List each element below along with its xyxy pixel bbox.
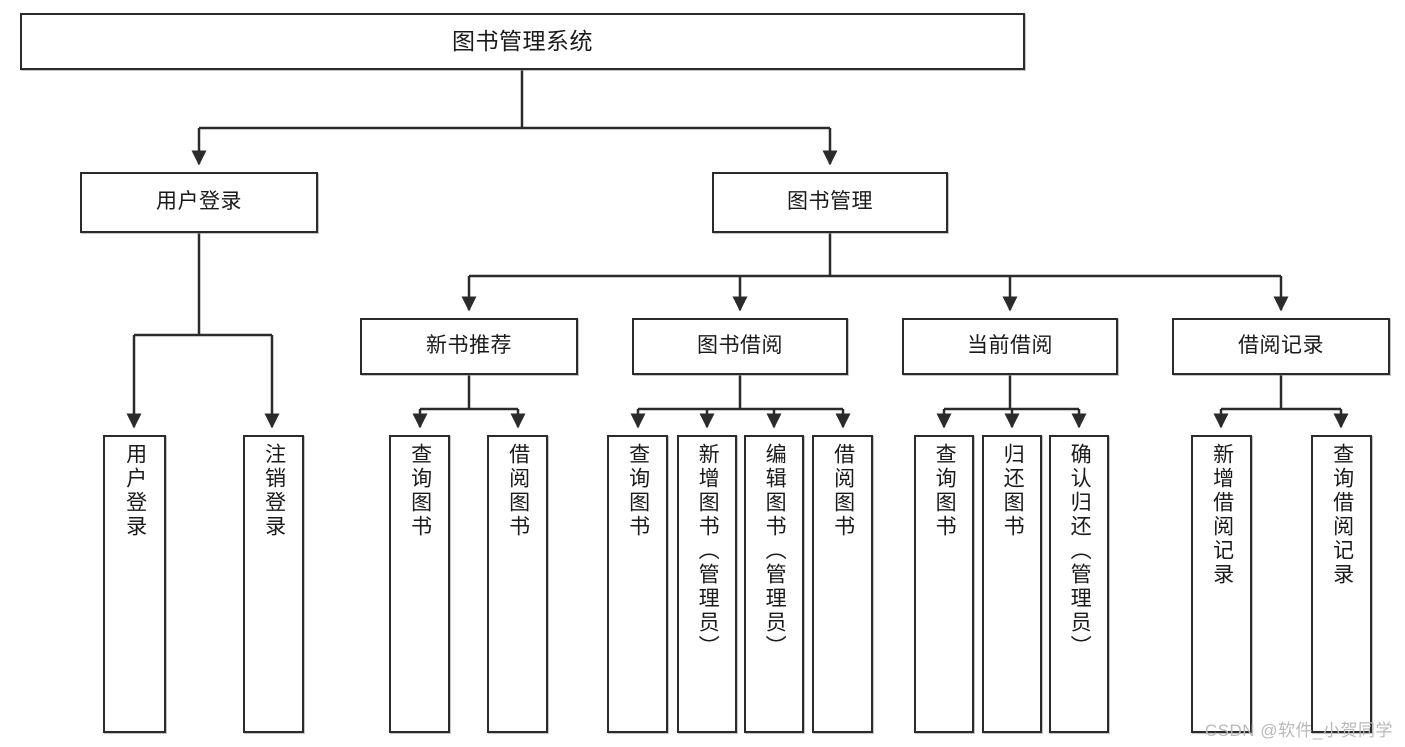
leaf-user-login[interactable]: 用户登录	[103, 435, 166, 733]
node-borrow-record[interactable]: 借阅记录	[1172, 318, 1390, 375]
node-book-borrow-label: 图书借阅	[697, 334, 783, 358]
leaf-label: 查询图书	[408, 443, 432, 539]
node-book-management-label: 图书管理	[787, 190, 873, 214]
leaf-label: 查询借阅记录	[1330, 443, 1354, 587]
leaf-label: 借阅图书	[506, 443, 530, 539]
leaf-add-borrow-record[interactable]: 新增借阅记录	[1191, 435, 1252, 733]
leaf-label: 新增图书（管理员）	[696, 443, 720, 659]
node-borrow-record-label: 借阅记录	[1238, 334, 1324, 358]
leaf-label: 编辑图书（管理员）	[763, 443, 787, 659]
node-book-borrow[interactable]: 图书借阅	[632, 318, 848, 375]
leaf-logout[interactable]: 注销登录	[243, 435, 304, 733]
node-new-book-recommend[interactable]: 新书推荐	[360, 318, 578, 375]
leaf-label: 查询图书	[933, 443, 957, 539]
leaf-borrow-book[interactable]: 借阅图书	[812, 435, 873, 733]
leaf-label: 用户登录	[123, 443, 147, 539]
leaf-query-book-recommend[interactable]: 查询图书	[389, 435, 450, 733]
leaf-add-book-admin[interactable]: 新增图书（管理员）	[677, 435, 737, 733]
leaf-label: 归还图书	[1001, 443, 1025, 539]
leaf-borrow-book-recommend[interactable]: 借阅图书	[487, 435, 548, 733]
leaf-return-book[interactable]: 归还图书	[982, 435, 1042, 733]
leaf-edit-book-admin[interactable]: 编辑图书（管理员）	[744, 435, 804, 733]
watermark: CSDN @软件_小贺同学	[1204, 721, 1393, 740]
leaf-label: 注销登录	[262, 443, 286, 539]
leaf-query-book-current[interactable]: 查询图书	[914, 435, 974, 733]
node-user-login[interactable]: 用户登录	[80, 172, 318, 233]
leaf-label: 借阅图书	[831, 443, 855, 539]
node-root[interactable]: 图书管理系统	[20, 13, 1025, 70]
node-root-label: 图书管理系统	[452, 28, 593, 55]
leaf-query-borrow-record[interactable]: 查询借阅记录	[1311, 435, 1372, 733]
leaf-label: 确认归还（管理员）	[1068, 443, 1092, 659]
node-current-borrow-label: 当前借阅	[967, 334, 1053, 358]
node-current-borrow[interactable]: 当前借阅	[902, 318, 1118, 375]
node-user-login-label: 用户登录	[156, 190, 242, 214]
leaf-confirm-return-admin[interactable]: 确认归还（管理员）	[1049, 435, 1109, 733]
leaf-label: 新增借阅记录	[1210, 443, 1234, 587]
leaf-label: 查询图书	[626, 443, 650, 539]
node-book-management[interactable]: 图书管理	[712, 172, 948, 233]
node-new-book-recommend-label: 新书推荐	[426, 334, 512, 358]
leaf-query-book-borrow[interactable]: 查询图书	[607, 435, 668, 733]
